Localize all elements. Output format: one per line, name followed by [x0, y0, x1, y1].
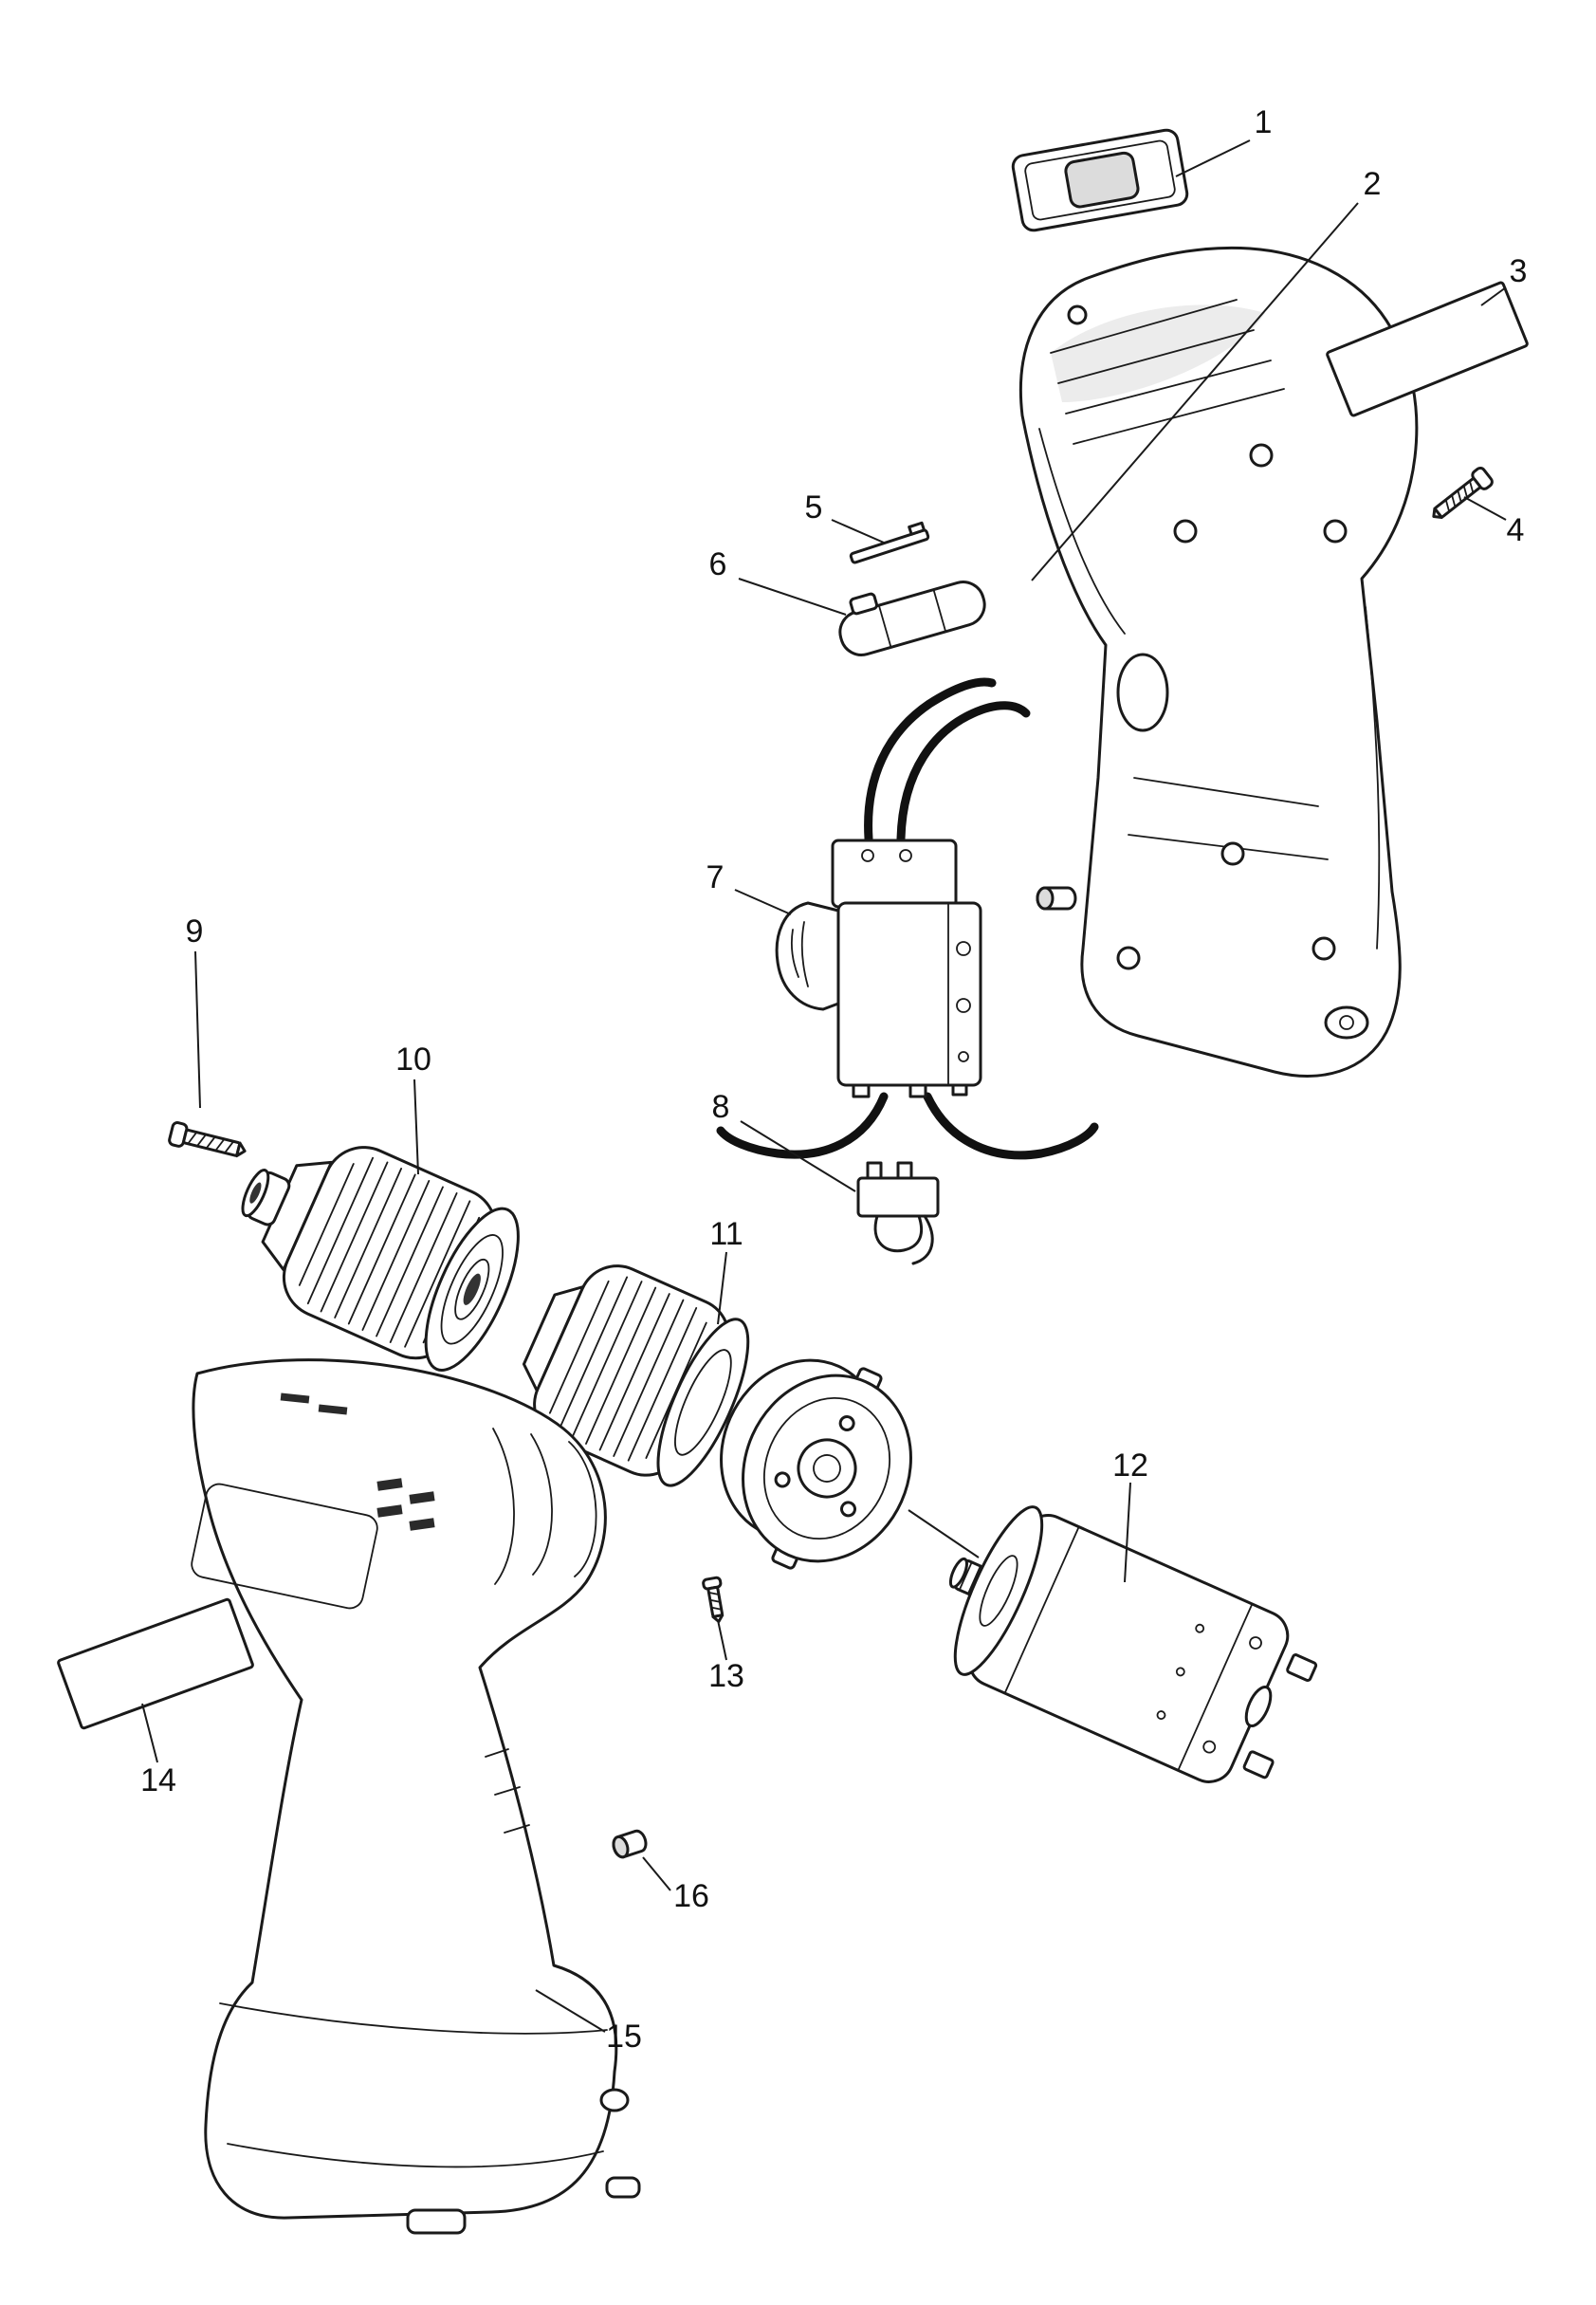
part-label-4: 4 [1507, 512, 1525, 548]
part-7-switch-drawing [716, 677, 1099, 1160]
part-15-housing-body-drawing [191, 1358, 641, 2235]
part-11-gear-assembly-drawing [522, 1264, 980, 1570]
leader-line-6 [738, 578, 847, 616]
part-14-label-sticker-drawing [57, 1597, 254, 1730]
leader-line-14 [141, 1703, 158, 1763]
part-3-label-sticker-drawing [1326, 281, 1529, 417]
leader-lines [141, 139, 1507, 2033]
part-5-pin-drawing [849, 521, 930, 564]
part-13-screw-drawing [702, 1576, 725, 1623]
part-label-12: 12 [1112, 1448, 1148, 1484]
part-label-14: 14 [140, 1762, 176, 1798]
part-label-5: 5 [805, 489, 823, 526]
part-9-screw-drawing [168, 1121, 247, 1158]
part-label-6: 6 [709, 546, 727, 582]
part-2-housing-half-drawing [1018, 246, 1419, 1078]
leader-line-3 [1480, 286, 1507, 306]
part-10-chuck-drawing [241, 1146, 520, 1372]
part-16-cap-drawing [612, 1829, 648, 1859]
leader-line-4 [1463, 496, 1507, 521]
part-labels: 1 2 3 4 5 6 7 8 9 10 11 12 13 14 15 16 [140, 104, 1527, 2055]
leader-line-15 [535, 1989, 606, 2033]
leader-line-1 [1175, 139, 1251, 177]
part-1-cover-plate-drawing [1011, 128, 1189, 232]
part-label-8: 8 [712, 1089, 730, 1125]
part-label-7: 7 [706, 859, 725, 895]
part-label-9: 9 [186, 913, 204, 950]
leader-line-5 [831, 519, 885, 544]
leader-line-16 [642, 1856, 671, 1891]
part-label-13: 13 [708, 1658, 744, 1694]
part-label-1: 1 [1255, 104, 1273, 140]
part-6-slide-button-drawing [838, 581, 986, 656]
part-label-11: 11 [709, 1216, 743, 1252]
leader-line-10 [413, 1079, 419, 1175]
part-label-3: 3 [1510, 253, 1528, 289]
part-4-screw-drawing [1432, 466, 1494, 520]
part-12-motor-drawing [948, 1505, 1318, 1783]
leader-line-2 [1031, 202, 1359, 581]
part-label-16: 16 [673, 1878, 709, 1914]
part-8-lever-drawing [856, 1161, 940, 1265]
leader-line-12 [1124, 1482, 1131, 1583]
leader-line-11 [717, 1251, 727, 1325]
leader-line-13 [717, 1619, 727, 1661]
leader-line-9 [194, 950, 201, 1109]
part-label-2: 2 [1364, 166, 1382, 202]
part-label-10: 10 [395, 1042, 431, 1078]
leader-line-8 [740, 1120, 856, 1192]
leader-line-7 [734, 889, 792, 915]
part-label-15: 15 [606, 2019, 642, 2055]
